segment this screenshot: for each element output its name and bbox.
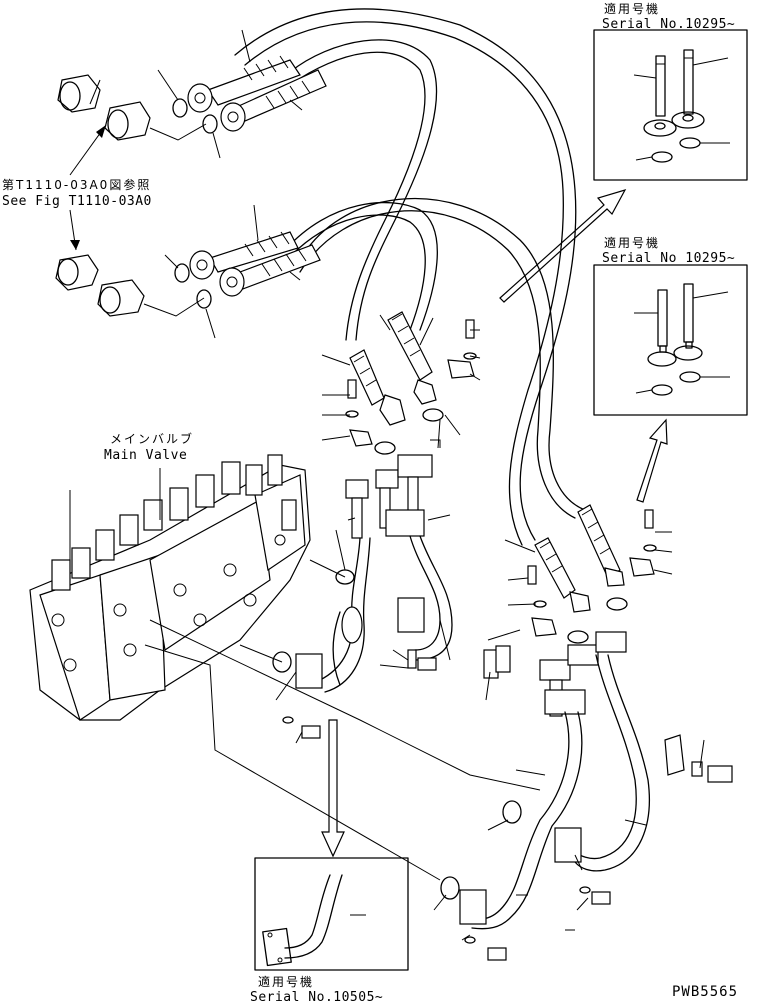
main-valve-jp: メインバルブ (110, 432, 195, 446)
elbow-fittings-left (55, 74, 207, 317)
serial-top-jp: 適用号機 (604, 2, 661, 16)
reference-arrows (69, 124, 107, 251)
right-fittings (282, 504, 733, 961)
arrow-to-middle-inset (636, 418, 668, 503)
serial-bottom: Serial No.10505~ (250, 990, 384, 1005)
serial-bottom-jp: 適用号機 (258, 975, 315, 989)
o-rings-left (157, 69, 221, 339)
inset-top-hoses (633, 49, 730, 163)
inset-box-bottom (254, 857, 409, 971)
inset-box-top (593, 29, 748, 181)
callout-leaders (275, 314, 705, 941)
arrow-to-bottom-inset (321, 719, 345, 858)
reference-lines (144, 559, 541, 881)
reference-fig-en: See Fig T1110-03A0 (2, 194, 152, 209)
hose-set-1 (187, 29, 327, 132)
serial-middle: Serial No 10295~ (602, 251, 736, 266)
main-valve-en: Main Valve (104, 448, 188, 463)
serial-top: Serial No.10295~ (602, 17, 736, 32)
inset-bottom-pipe (262, 874, 366, 967)
inset-box-middle (593, 264, 748, 416)
drawing-code: PWB5565 (672, 984, 739, 1000)
center-fittings (272, 311, 477, 693)
reference-fig-jp: 第T1110-03A0図参照 (2, 178, 152, 192)
inset-middle-hoses (634, 283, 730, 396)
arrow-to-top-inset (499, 189, 627, 303)
serial-middle-jp: 適用号機 (604, 236, 661, 250)
hose-set-2 (189, 204, 321, 297)
hose-routing-upper (234, 8, 586, 546)
main-valve (29, 454, 311, 721)
